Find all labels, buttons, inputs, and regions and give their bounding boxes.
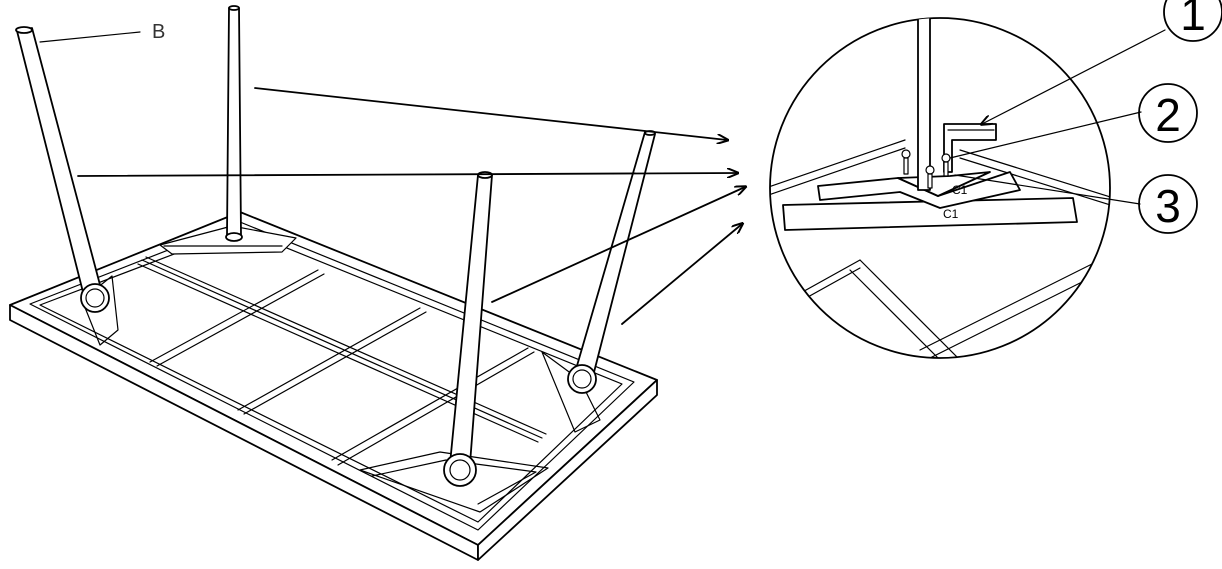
callout-1-leader — [982, 29, 1166, 124]
detail-view: 1 2 3 — [755, 0, 1222, 362]
pointer-arrows — [77, 87, 745, 325]
svg-text:2: 2 — [1155, 89, 1181, 141]
table-legs — [15, 5, 656, 487]
detail-circle — [769, 17, 1111, 359]
leg-label: B — [152, 21, 165, 43]
callout-3-leader — [954, 174, 1141, 205]
callout-2: 2 — [1138, 83, 1198, 143]
brace-label-upper: C1 — [952, 183, 968, 197]
brace-label-lower: C1 — [943, 207, 959, 221]
callout-1: 1 — [1163, 0, 1222, 42]
svg-text:1: 1 — [1180, 0, 1206, 40]
leg-leader-line — [39, 31, 141, 43]
callout-2-leader — [949, 111, 1142, 159]
svg-text:3: 3 — [1155, 180, 1181, 232]
callout-3: 3 — [1138, 174, 1198, 234]
table-frame — [9, 211, 658, 561]
